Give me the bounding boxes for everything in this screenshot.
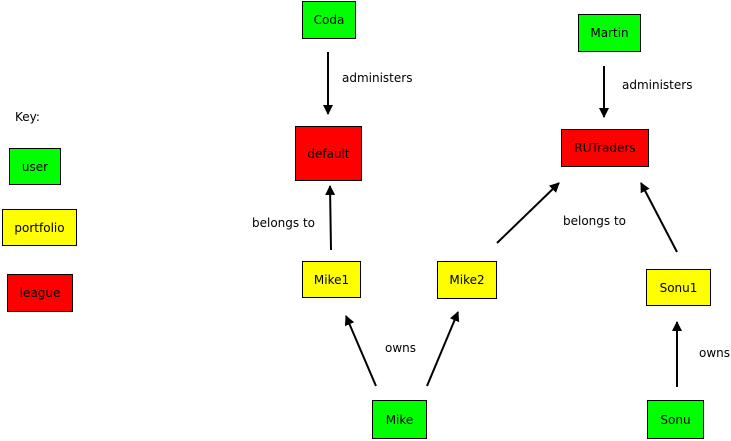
key-title: Key: [15, 110, 40, 124]
edge-sonu1-rutraders [640, 182, 678, 253]
edge-label-sonu-owns: owns [699, 346, 731, 360]
node-sonu1: Sonu1 [646, 269, 711, 306]
edge-label-coda-administers: administers [342, 71, 413, 85]
edge-mike1-default [325, 185, 336, 251]
edge-label-mike2-belongs-to: belongs to [563, 214, 627, 228]
node-default: default [295, 126, 362, 181]
node-rutraders: RUTraders [561, 129, 649, 167]
key-league-swatch: league [7, 274, 73, 312]
edge-mike-mike1 [344, 315, 377, 387]
key-user-swatch: user [9, 148, 61, 185]
edge-mike2-rutraders [496, 182, 560, 244]
edge-label-mike1-belongs-to: belongs to [252, 216, 316, 230]
key-portfolio-swatch: portfolio [2, 209, 77, 246]
node-mike1: Mike1 [302, 261, 361, 298]
node-mike: Mike [372, 400, 427, 439]
edge-label-mike-owns: owns [385, 341, 417, 355]
node-sonu: Sonu [647, 400, 704, 439]
node-mike2: Mike2 [437, 261, 497, 299]
node-coda: Coda [302, 1, 356, 39]
edge-mike-mike2 [426, 311, 460, 387]
edge-label-martin-administers: administers [622, 78, 693, 92]
node-martin: Martin [578, 14, 641, 52]
